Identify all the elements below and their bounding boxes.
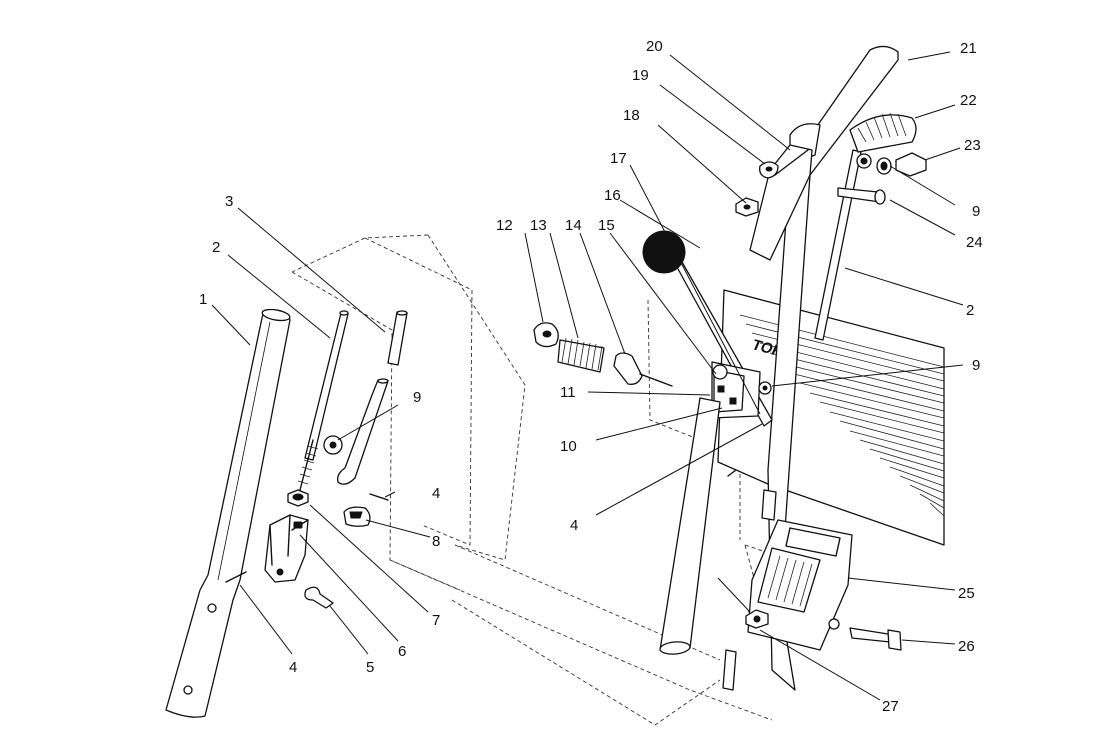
part-26-bolt (849, 627, 902, 651)
part-20-bracket (749, 144, 813, 261)
callout-12: 12 (496, 217, 513, 234)
part-12-knob (533, 322, 559, 348)
deck-housing: TORO (717, 289, 945, 546)
callout-2-right: 2 (966, 302, 974, 319)
parts-18-19-nuts (735, 161, 779, 217)
callout-20: 20 (646, 38, 663, 55)
part-9-washer-lever (758, 381, 772, 395)
callout-8: 8 (432, 533, 440, 550)
part-7-nut (287, 489, 309, 507)
part-23-bolt (856, 152, 927, 177)
part-27-nut (745, 609, 769, 629)
part-24-screw (837, 187, 886, 205)
callout-2-left: 2 (212, 239, 220, 256)
callout-18: 18 (623, 107, 640, 124)
leader-lines (211, 51, 964, 701)
vertical-tube (659, 397, 777, 691)
part-4-cotter-pins (225, 469, 737, 583)
callout-9-right: 9 (972, 357, 980, 374)
callout-16: 16 (604, 187, 621, 204)
part-2-rod (297, 310, 349, 491)
callout-24: 24 (966, 234, 983, 251)
part-5-bolt (304, 586, 334, 609)
callout-14: 14 (565, 217, 582, 234)
callout-3: 3 (225, 193, 233, 210)
callout-22: 22 (960, 92, 977, 109)
part-2-handle-rod (814, 149, 862, 341)
callout-11: 11 (560, 384, 576, 401)
part-14-sleeve (613, 352, 673, 387)
callout-21: 21 (960, 40, 977, 57)
part-3-pin (337, 310, 408, 485)
callout-26: 26 (958, 638, 975, 655)
callout-7: 7 (432, 612, 440, 629)
callout-1: 1 (199, 291, 207, 308)
callout-4-upper: 4 (432, 485, 440, 502)
callout-13: 13 (530, 217, 547, 234)
callout-4-lower: 4 (289, 659, 297, 676)
callout-10: 10 (560, 438, 577, 455)
callout-5: 5 (366, 659, 374, 676)
part-8-clip (343, 506, 371, 527)
callout-23: 23 (964, 137, 981, 154)
dashed-guide-lines (291, 234, 791, 726)
callout-17: 17 (610, 150, 627, 167)
part-1-tube (165, 308, 291, 718)
part-25-gearbox (747, 519, 853, 651)
callout-9-left: 9 (413, 389, 421, 406)
callout-15: 15 (598, 217, 615, 234)
callout-6: 6 (398, 643, 406, 660)
callout-4-center: 4 (570, 517, 578, 534)
part-6-bracket (264, 514, 309, 583)
callout-labels: 1 2 2 3 4 4 4 5 6 7 8 9 9 9 10 11 12 13 … (199, 38, 983, 715)
part-9-washer-left (323, 435, 343, 455)
callout-27: 27 (882, 698, 899, 715)
callout-9-top: 9 (972, 203, 980, 220)
parts-10-11-mount-plate (711, 361, 761, 419)
part-13-spring (557, 337, 605, 373)
callout-25: 25 (958, 585, 975, 602)
part-22-spring (849, 112, 917, 153)
callout-19: 19 (632, 67, 649, 84)
